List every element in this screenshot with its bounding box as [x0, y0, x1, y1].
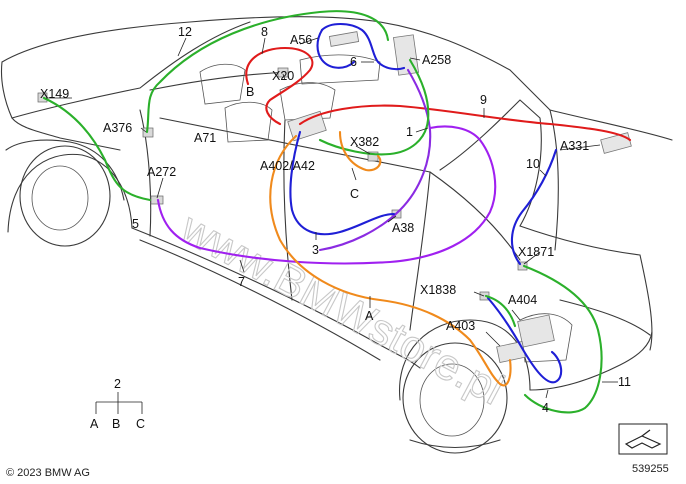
label-harness-4: 4 — [542, 401, 549, 415]
label-a56: A56 — [290, 33, 312, 47]
connector-x20 — [277, 67, 289, 78]
label-harness-9: 9 — [480, 93, 487, 107]
label-x1838: X1838 — [420, 283, 456, 297]
label-x20: X20 — [272, 69, 294, 83]
harness-7 — [156, 125, 497, 265]
module-a331 — [600, 132, 632, 154]
label-harness-7: 7 — [238, 275, 245, 289]
label-harness-8: 8 — [261, 25, 268, 39]
module-a56 — [328, 31, 360, 47]
copyright-text: © 2023 BMW AG — [6, 467, 90, 479]
harness-11 — [522, 264, 603, 414]
label-harness-10: 10 — [526, 157, 540, 171]
harness-5 — [42, 96, 152, 202]
module-a402-a42 — [287, 110, 327, 142]
label-a38: A38 — [392, 221, 414, 235]
harness-10 — [510, 148, 558, 266]
label-c: C — [350, 187, 359, 201]
legend-tree: 2 A B C — [90, 377, 145, 431]
harness-a56-link — [316, 28, 356, 69]
harness-x1838-link — [484, 294, 517, 328]
harness-1 — [318, 68, 432, 252]
leader-lines — [46, 37, 618, 399]
car-body-outline — [0, 16, 673, 454]
label-a403: A403 — [446, 319, 475, 333]
label-a376: A376 — [103, 121, 132, 135]
label-a402-a42: A402/A42 — [260, 159, 315, 173]
connector-x1871 — [517, 261, 528, 271]
watermark-text: www.BMWstore.pl — [172, 203, 511, 414]
legend-a: A — [90, 417, 99, 431]
label-harness-1: 1 — [406, 125, 413, 139]
connector-x149 — [37, 92, 48, 103]
diagram-number: 539255 — [632, 463, 669, 475]
label-harness-3: 3 — [312, 243, 319, 257]
component-labels: X149 A376 A71 A272 5 12 8 A56 X20 B 6 A2… — [40, 25, 631, 415]
label-harness-5: 5 — [132, 217, 139, 231]
harness-4 — [486, 296, 563, 384]
harness-1-green — [318, 58, 430, 156]
harness-12 — [145, 10, 390, 134]
legend-c: C — [136, 417, 145, 431]
label-x1871: X1871 — [518, 245, 554, 259]
label-a272: A272 — [147, 165, 176, 179]
label-a331: A331 — [560, 139, 589, 153]
wiring-harnesses — [42, 10, 632, 414]
harness-6 — [320, 22, 406, 71]
label-x149: X149 — [40, 87, 69, 101]
label-harness-12: 12 — [178, 25, 192, 39]
components — [37, 31, 632, 364]
legend-b: B — [112, 417, 120, 431]
harness-A — [269, 134, 512, 387]
orientation-arrow-icon — [618, 423, 668, 455]
label-harness-a: A — [365, 309, 374, 323]
label-b: B — [246, 85, 254, 99]
label-harness-11: 11 — [618, 375, 631, 389]
label-harness-6: 6 — [350, 55, 357, 69]
harness-9 — [298, 104, 632, 142]
label-a71: A71 — [194, 131, 216, 145]
label-x382: X382 — [350, 135, 379, 149]
legend-top-label: 2 — [114, 377, 121, 391]
module-a404 — [517, 314, 555, 348]
harness-3 — [289, 130, 396, 236]
label-a258: A258 — [422, 53, 451, 67]
label-a404: A404 — [508, 293, 537, 307]
harness-x382-link — [338, 130, 382, 172]
